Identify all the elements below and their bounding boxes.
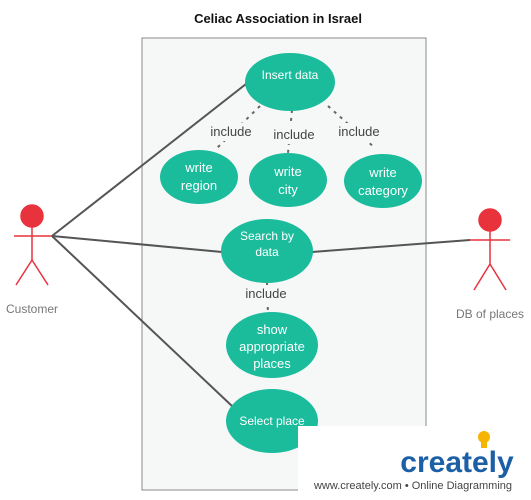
svg-text:places: places	[253, 356, 291, 371]
creately-watermark: creately www.creately.com • Online Diagr…	[298, 426, 531, 500]
include-label-region: include	[210, 124, 251, 139]
svg-text:Insert data: Insert data	[262, 68, 319, 82]
svg-text:Search by: Search by	[240, 229, 294, 243]
lightbulb-icon	[478, 431, 490, 448]
actor-figure-icon	[14, 204, 52, 286]
use-case-write-category[interactable]: write category	[344, 154, 422, 208]
use-case-write-city[interactable]: write city	[249, 153, 327, 207]
use-case-show-appropriate-places[interactable]: show appropriate places	[226, 312, 318, 378]
actor-figure-icon	[470, 208, 510, 291]
use-case-select-place[interactable]: Select place	[226, 389, 318, 453]
association-customer-insert	[51, 83, 247, 237]
svg-text:appropriate: appropriate	[239, 339, 305, 354]
svg-text:write: write	[368, 165, 396, 180]
actor-db-of-places[interactable]: DB of places	[456, 208, 524, 321]
creately-logo: creately	[400, 446, 514, 479]
include-label-city: include	[273, 127, 314, 142]
svg-text:write: write	[273, 164, 301, 179]
svg-text:city: city	[278, 182, 298, 197]
diagram-title: Celiac Association in Israel	[194, 11, 362, 26]
include-line-category	[327, 105, 376, 149]
svg-text:write: write	[184, 160, 212, 175]
include-label-show: include	[245, 286, 286, 301]
creately-url: www.creately.com • Online Diagramming	[313, 480, 512, 492]
svg-text:data: data	[255, 245, 279, 259]
use-case-insert-data[interactable]: Insert data	[245, 53, 335, 111]
include-line-region	[214, 105, 261, 151]
svg-text:Select place: Select place	[239, 414, 305, 428]
actor-label: DB of places	[456, 307, 524, 321]
association-customer-select	[51, 235, 233, 407]
use-case-search-by-data[interactable]: Search by data	[221, 219, 313, 283]
svg-text:category: category	[358, 183, 408, 198]
include-label-category: include	[338, 124, 379, 139]
use-case-write-region[interactable]: write region	[160, 150, 238, 204]
svg-text:show: show	[257, 322, 288, 337]
svg-text:region: region	[181, 178, 217, 193]
association-customer-search	[51, 235, 223, 253]
association-db-search	[311, 239, 471, 253]
actor-label: Customer	[6, 302, 58, 316]
actor-customer[interactable]: Customer	[6, 204, 58, 316]
